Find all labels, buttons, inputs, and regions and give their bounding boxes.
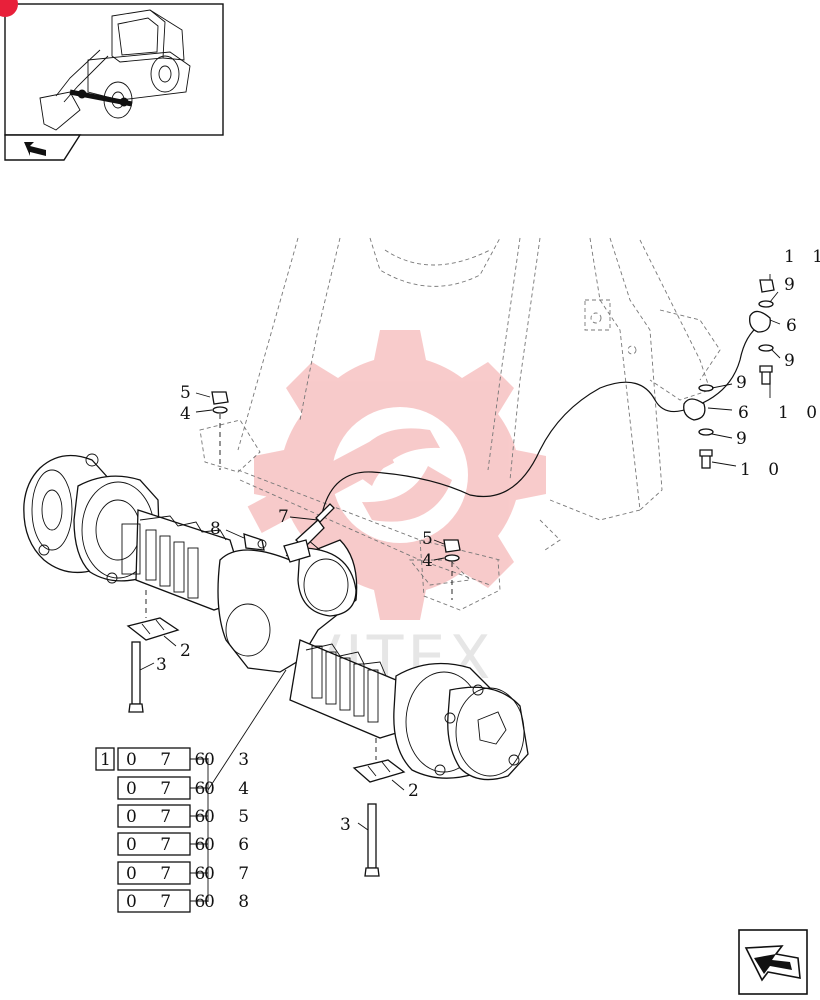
callout-8: 8 xyxy=(210,519,227,539)
leader-lines xyxy=(139,274,781,831)
bolt-left xyxy=(128,641,144,713)
svg-text:0 7 6: 0 7 6 xyxy=(126,750,214,770)
thumbnail-panel xyxy=(0,0,224,161)
svg-text:0 5: 0 5 xyxy=(204,807,258,827)
nut-washer-left xyxy=(211,391,229,470)
svg-text:0 8: 0 8 xyxy=(204,892,258,912)
reference-row: 0 7 6 0 8 xyxy=(117,889,258,913)
front-axle-assembly xyxy=(23,453,529,781)
svg-text:0 7: 0 7 xyxy=(204,864,258,884)
sensor-cable xyxy=(321,324,761,515)
svg-text:0 7 6: 0 7 6 xyxy=(126,807,214,827)
callout-9: 9 xyxy=(784,351,801,371)
callout-3: 3 xyxy=(156,655,173,675)
svg-text:0 4: 0 4 xyxy=(204,779,258,799)
callout-11: 1 1 xyxy=(784,247,820,267)
reference-row: 0 7 6 0 3 xyxy=(117,747,258,771)
reference-row: 0 7 6 0 5 xyxy=(117,804,258,828)
reference-table: 1 0 7 6 0 3 0 7 6 0 4 0 7 6 0 5 0 7 6 0 … xyxy=(95,747,258,913)
reference-row: 0 7 6 0 6 xyxy=(117,832,258,856)
callout-10: 1 0 xyxy=(778,403,820,423)
callout-9: 9 xyxy=(736,429,753,449)
callout-10: 1 0 xyxy=(740,460,785,480)
reference-row: 0 7 6 0 7 xyxy=(117,861,258,885)
nut-washer-right xyxy=(443,539,461,600)
shim-plate-right xyxy=(352,738,406,783)
next-page-button[interactable] xyxy=(738,929,808,995)
bolt-right xyxy=(364,803,380,877)
callout-9: 9 xyxy=(784,275,801,295)
fitting-8 xyxy=(243,533,267,551)
svg-text:0 7 6: 0 7 6 xyxy=(126,892,214,912)
svg-text:0 3: 0 3 xyxy=(204,750,258,770)
thumbnail-nav-tab[interactable] xyxy=(4,134,82,161)
shim-plate-left xyxy=(126,590,180,641)
arrow-icon xyxy=(24,142,46,156)
callout-5: 5 xyxy=(180,383,197,403)
callout-6: 6 xyxy=(786,316,803,336)
callout-6: 6 xyxy=(738,403,755,423)
callout-2: 2 xyxy=(408,781,425,801)
reference-marker: 1 xyxy=(100,750,120,770)
callout-7: 7 xyxy=(278,507,295,527)
callout-5: 5 xyxy=(422,529,439,549)
callout-9: 9 xyxy=(736,373,753,393)
thumbnail-badge xyxy=(0,0,18,17)
clamp-assembly-lower xyxy=(683,384,714,469)
sensor-probe xyxy=(283,503,335,563)
svg-text:0 7 6: 0 7 6 xyxy=(126,835,214,855)
callout-labels: 1 1 9 6 9 9 1 0 6 9 1 0 5 4 7 8 5 4 2 3 … xyxy=(156,247,820,835)
machine-frame-outline xyxy=(199,237,721,611)
svg-text:0 6: 0 6 xyxy=(204,835,258,855)
clamp-assembly-upper xyxy=(749,279,775,385)
svg-text:0 7 6: 0 7 6 xyxy=(126,864,214,884)
reference-row: 0 7 6 0 4 xyxy=(117,776,258,800)
loader-thumbnail-icon xyxy=(39,9,191,131)
svg-text:0 7 6: 0 7 6 xyxy=(126,779,214,799)
callout-2: 2 xyxy=(180,641,197,661)
callout-3: 3 xyxy=(340,815,357,835)
callout-4: 4 xyxy=(180,404,197,424)
callout-4: 4 xyxy=(422,551,439,571)
